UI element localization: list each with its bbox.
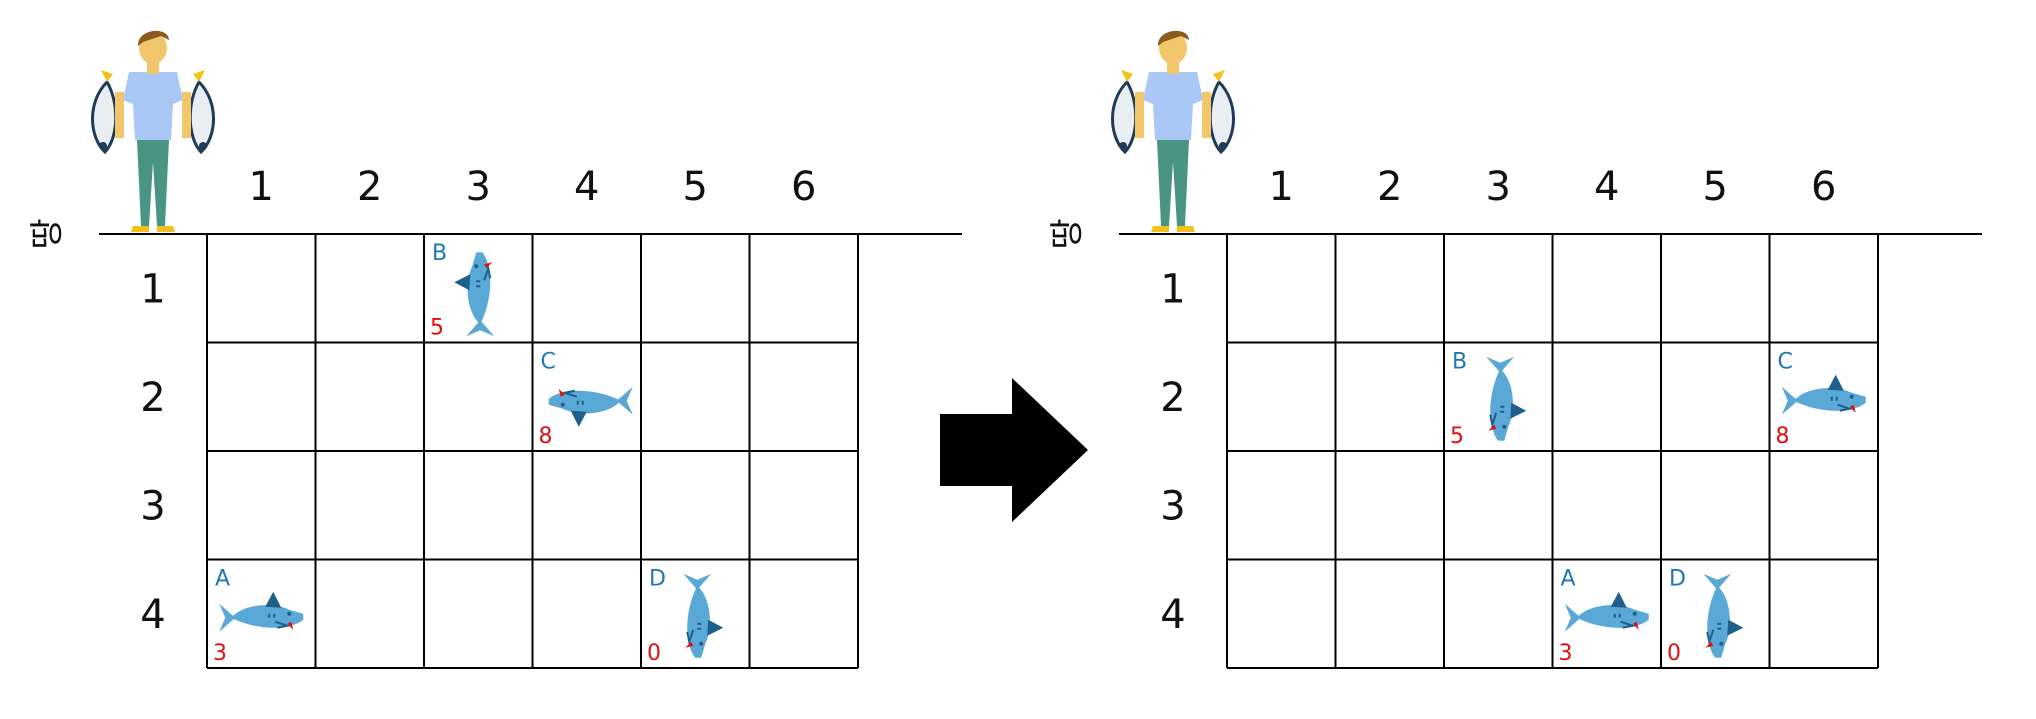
- transition-arrow: [940, 378, 1088, 522]
- row-header: 1: [1160, 266, 1185, 312]
- row-header: 1: [140, 266, 165, 312]
- shark-A: A3: [213, 567, 305, 666]
- shark-C: C8: [1776, 350, 1867, 449]
- shark-size-label: 8: [539, 424, 553, 449]
- shark-B: B5: [1450, 350, 1528, 449]
- shark-size-label: 0: [1667, 641, 1681, 666]
- column-header: 5: [683, 164, 708, 210]
- shark-D: D0: [647, 567, 725, 666]
- shark-icon: [682, 572, 725, 659]
- shark-size-label: 3: [1559, 641, 1573, 666]
- row-header: 3: [140, 483, 165, 529]
- shark-A: A3: [1559, 567, 1650, 666]
- row-header: 4: [140, 592, 165, 638]
- shark-icon: [1702, 572, 1745, 659]
- land-label: 땅: [1048, 218, 1088, 249]
- row-header: 2: [140, 375, 165, 421]
- column-header: 3: [1486, 164, 1511, 210]
- shark-icon: [547, 385, 634, 428]
- column-header: 2: [1377, 164, 1402, 210]
- shark-icon: [1563, 590, 1650, 633]
- column-header: 1: [1269, 164, 1294, 210]
- shark-id-label: B: [1452, 350, 1467, 375]
- shark-C: C8: [539, 350, 634, 449]
- row-header: 4: [1160, 592, 1185, 638]
- shark-id-label: A: [215, 567, 230, 592]
- column-header: 6: [1811, 164, 1836, 210]
- column-header: 5: [1703, 164, 1728, 210]
- shark-size-label: 3: [213, 641, 227, 666]
- shark-size-label: 0: [647, 641, 661, 666]
- shark-id-label: D: [1669, 567, 1686, 592]
- shark-size-label: 5: [430, 316, 444, 341]
- shark-id-label: D: [649, 567, 666, 592]
- shark-size-label: 8: [1776, 424, 1790, 449]
- shark-id-label: A: [1561, 567, 1576, 592]
- column-header: 4: [574, 164, 599, 210]
- shark-icon: [1485, 355, 1528, 442]
- land-label: 땅: [28, 218, 68, 249]
- column-header: 4: [1594, 164, 1619, 210]
- shark-id-label: B: [432, 241, 447, 266]
- shark-D: D0: [1667, 567, 1745, 666]
- fisherman-icon: [1111, 29, 1235, 234]
- shark-icon: [218, 590, 305, 633]
- shark-icon: [1780, 373, 1867, 416]
- shark-id-label: C: [1778, 350, 1793, 375]
- shark-icon: [453, 251, 496, 338]
- column-header: 1: [249, 164, 274, 210]
- row-header: 3: [1160, 483, 1185, 529]
- shark-id-label: C: [541, 350, 556, 375]
- shark-size-label: 5: [1450, 424, 1464, 449]
- column-header: 6: [791, 164, 816, 210]
- shark-B: B5: [430, 241, 496, 341]
- fisherman-icon: [91, 29, 215, 234]
- row-header: 2: [1160, 375, 1185, 421]
- column-header: 2: [357, 164, 382, 210]
- column-header: 3: [466, 164, 491, 210]
